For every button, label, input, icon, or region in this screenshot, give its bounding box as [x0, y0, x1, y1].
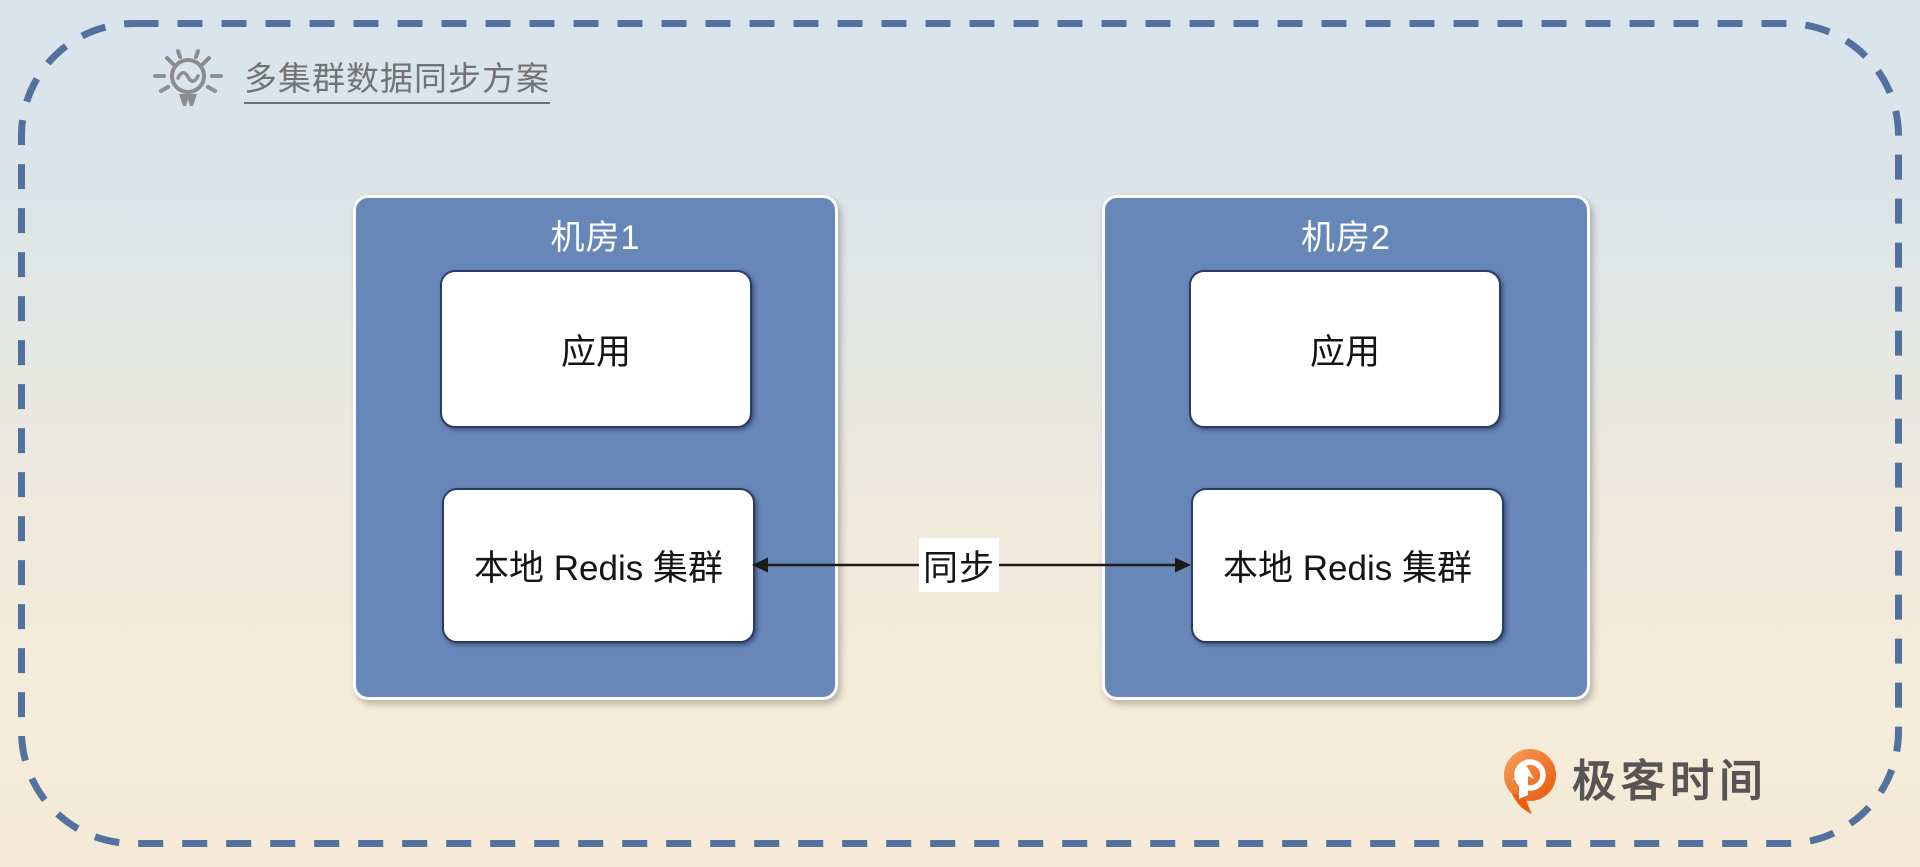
lightbulb-icon: [153, 49, 223, 106]
node-app-room1: 应用: [440, 270, 752, 428]
node-app-room2: 应用: [1189, 270, 1501, 428]
geektime-logo-icon: [1504, 749, 1556, 814]
brand-logo-text: 极客时间: [1572, 757, 1768, 806]
node-redis-room2: 本地 Redis 集群: [1191, 488, 1504, 643]
cluster-room1-title: 机房1: [550, 219, 641, 257]
brand-logo: 极客时间: [1501, 747, 1768, 817]
sync-arrow-label: 同步: [919, 538, 999, 592]
node-redis-room1: 本地 Redis 集群: [442, 488, 755, 643]
cluster-room2: 机房2 应用 本地 Redis 集群: [1102, 195, 1590, 700]
page-title: 多集群数据同步方案: [244, 60, 550, 105]
cluster-room2-title: 机房2: [1301, 219, 1391, 257]
header-title-row: 多集群数据同步方案: [148, 48, 550, 116]
cluster-room1: 机房1 应用 本地 Redis 集群: [353, 195, 838, 700]
